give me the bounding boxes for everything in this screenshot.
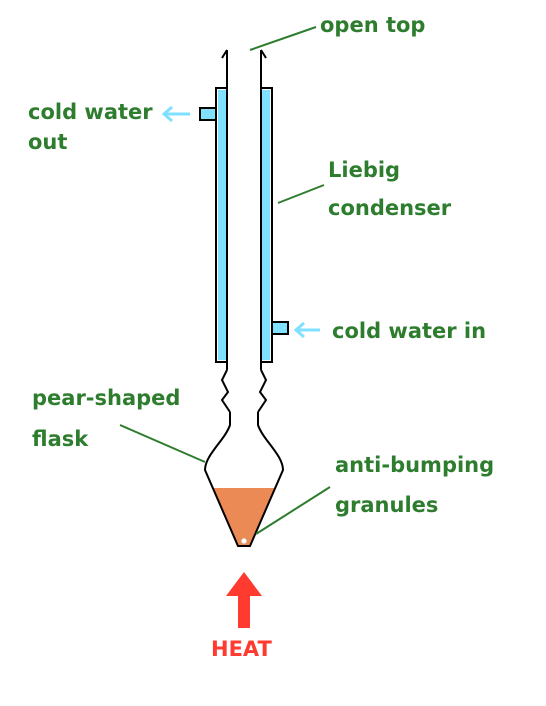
water-in-arrow: [293, 321, 320, 339]
label-cold-water-out-line2: out: [28, 130, 68, 154]
water-inlet-nozzle: [271, 321, 289, 335]
tube-top-right: [260, 49, 267, 59]
label-open-top: open top: [320, 13, 426, 37]
label-granules-line2: granules: [335, 493, 439, 517]
tube-top-left: [221, 49, 228, 59]
label-liebig-line2: condenser: [328, 196, 452, 220]
label-granules-line1: anti-bumping: [335, 453, 495, 477]
condenser-inner-tube: [227, 40, 261, 370]
label-heat: HEAT: [211, 637, 272, 661]
label-flask-line1: pear-shaped: [32, 386, 181, 410]
anti-bumping-granule: [240, 537, 248, 545]
ground-glass-joint: [220, 369, 268, 413]
flask-liquid: [212, 488, 276, 546]
leader-lines: [119, 26, 331, 535]
label-cold-water-out-line1: cold water: [28, 100, 153, 124]
condenser-water-left: [218, 90, 227, 360]
label-liebig-line1: Liebig: [328, 158, 401, 182]
condenser-water-right: [261, 90, 270, 360]
label-flask-line2: flask: [32, 427, 89, 451]
heat-arrow: [226, 572, 262, 628]
label-cold-water-in: cold water in: [332, 319, 487, 343]
pear-shaped-flask: [203, 412, 285, 547]
water-outlet-nozzle: [199, 107, 217, 121]
water-out-arrow: [161, 105, 190, 123]
